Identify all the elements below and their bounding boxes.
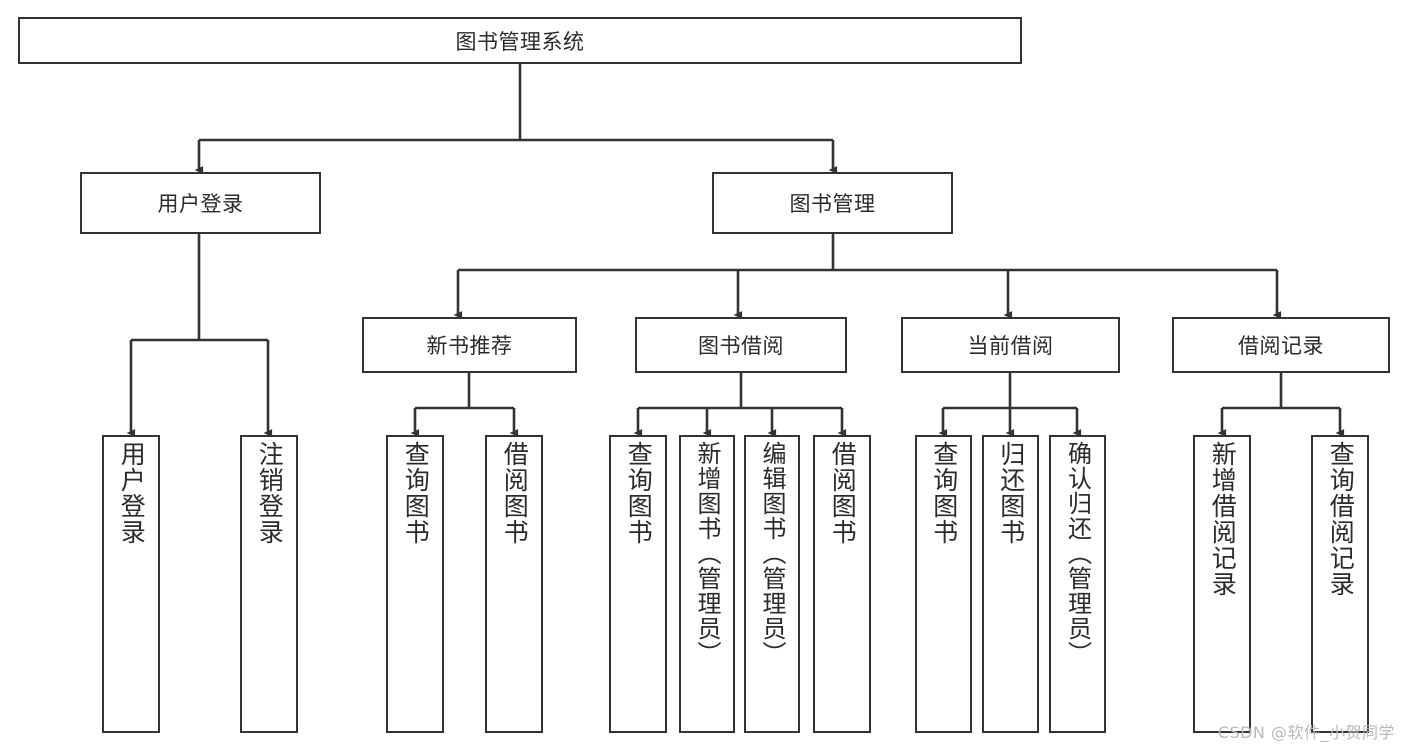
node-book-manage[interactable]: 图书管理 bbox=[712, 172, 953, 234]
leaf-borrow-book-2-label: 借阅图书 bbox=[828, 441, 858, 545]
leaf-return-book[interactable]: 归还图书 bbox=[982, 435, 1039, 733]
node-root-label: 图书管理系统 bbox=[455, 29, 585, 54]
leaf-query-book-1-label: 查询图书 bbox=[401, 441, 431, 545]
node-book-borrow-label: 图书借阅 bbox=[698, 334, 784, 358]
node-user-login-label: 用户登录 bbox=[157, 192, 244, 216]
watermark: CSDN @软件_小贺同学 bbox=[1217, 723, 1395, 742]
leaf-user-login[interactable]: 用户登录 bbox=[102, 435, 160, 733]
leaf-edit-book[interactable]: 编辑图书（管理员） bbox=[744, 435, 800, 733]
node-root[interactable]: 图书管理系统 bbox=[18, 17, 1022, 64]
leaf-borrow-book-1[interactable]: 借阅图书 bbox=[485, 435, 543, 733]
leaf-edit-book-label: 编辑图书（管理员） bbox=[758, 441, 786, 666]
node-new-book-rec-label: 新书推荐 bbox=[426, 334, 513, 358]
leaf-user-logout[interactable]: 注销登录 bbox=[240, 435, 298, 733]
node-book-borrow[interactable]: 图书借阅 bbox=[635, 317, 847, 373]
leaf-confirm-return-label: 确认归还（管理员） bbox=[1063, 441, 1092, 666]
node-borrow-record-label: 借阅记录 bbox=[1238, 334, 1324, 358]
leaf-borrow-book-1-label: 借阅图书 bbox=[500, 441, 530, 545]
node-book-manage-label: 图书管理 bbox=[789, 192, 876, 216]
leaf-return-book-label: 归还图书 bbox=[996, 441, 1026, 545]
node-current-borrow[interactable]: 当前借阅 bbox=[901, 317, 1120, 373]
node-borrow-record[interactable]: 借阅记录 bbox=[1172, 317, 1390, 373]
leaf-add-book-label: 新增图书（管理员） bbox=[693, 441, 721, 666]
node-current-borrow-label: 当前借阅 bbox=[967, 334, 1054, 358]
leaf-query-book-3[interactable]: 查询图书 bbox=[915, 435, 972, 733]
node-new-book-rec[interactable]: 新书推荐 bbox=[362, 317, 577, 373]
leaf-user-logout-label: 注销登录 bbox=[255, 441, 285, 545]
leaf-query-book-3-label: 查询图书 bbox=[929, 441, 959, 545]
leaf-query-book-2[interactable]: 查询图书 bbox=[609, 435, 667, 733]
leaf-user-login-label: 用户登录 bbox=[117, 441, 147, 545]
leaf-query-record-label: 查询借阅记录 bbox=[1326, 441, 1356, 597]
leaf-add-book[interactable]: 新增图书（管理员） bbox=[679, 435, 735, 733]
leaf-query-book-2-label: 查询图书 bbox=[624, 441, 654, 545]
leaf-borrow-book-2[interactable]: 借阅图书 bbox=[813, 435, 871, 733]
leaf-confirm-return[interactable]: 确认归还（管理员） bbox=[1049, 435, 1106, 733]
leaf-add-record[interactable]: 新增借阅记录 bbox=[1193, 435, 1251, 733]
node-user-login[interactable]: 用户登录 bbox=[80, 172, 321, 234]
leaf-add-record-label: 新增借阅记录 bbox=[1208, 441, 1238, 597]
leaf-query-record[interactable]: 查询借阅记录 bbox=[1311, 435, 1369, 733]
leaf-query-book-1[interactable]: 查询图书 bbox=[386, 435, 444, 733]
